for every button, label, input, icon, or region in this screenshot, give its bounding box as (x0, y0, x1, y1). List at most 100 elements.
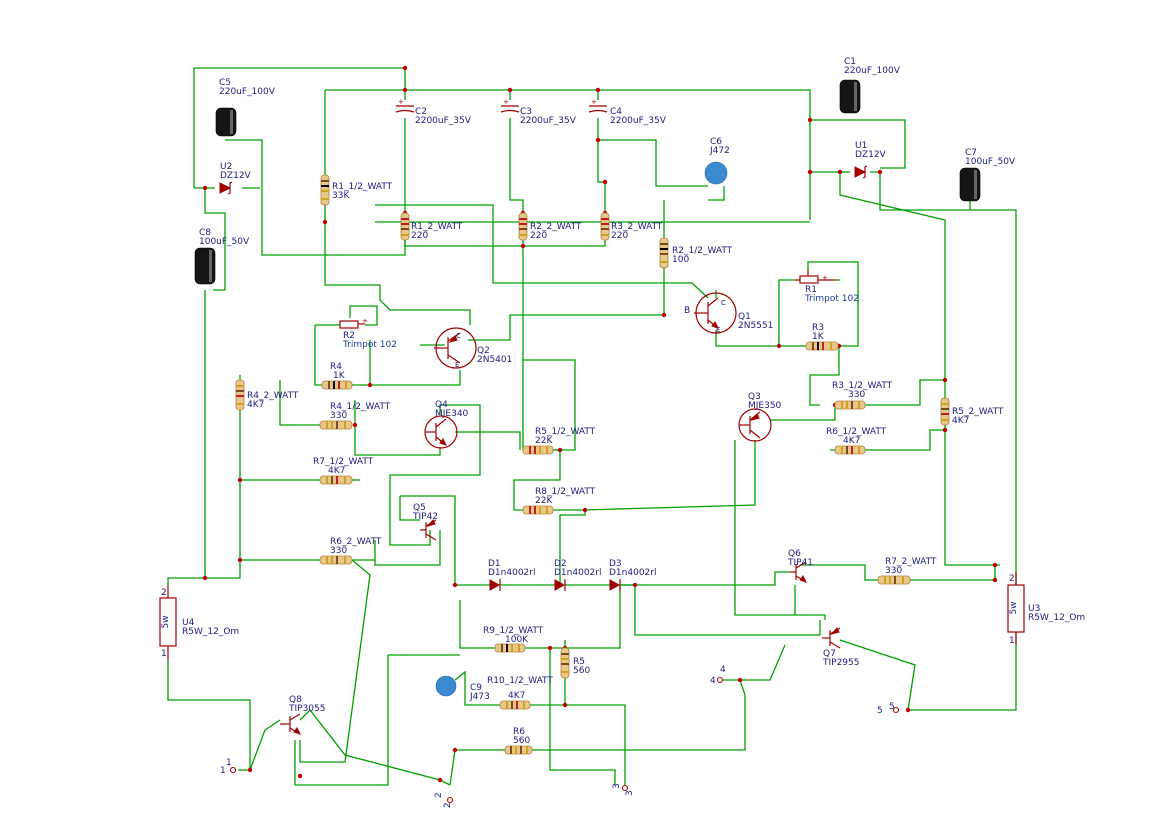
q6-value: TIP41 (787, 558, 813, 568)
r3-half-ref: R3_1/2_WATT (832, 381, 893, 391)
c2-ref: C2 (415, 107, 427, 117)
u1-value: DZ12V (855, 150, 887, 160)
junction-dot (402, 87, 408, 93)
power-resistor-u3: 5w 2 1 U3 R5W_12_Om (1007, 572, 1085, 646)
transistor-q8: Q8 TIP3055 (280, 695, 325, 735)
c6-value: J472 (709, 146, 730, 156)
r4-half-ref: R4_1/2_WATT (330, 402, 391, 412)
terminal-4-label: 4 (710, 676, 716, 686)
junction-dot (807, 169, 813, 175)
r3-2w-value: 220 (611, 231, 628, 241)
terminal-1[interactable]: 1 1 (220, 758, 237, 776)
junction-dot (992, 577, 998, 583)
resistor-r4-half: R4_1/2_WATT 330 (319, 402, 391, 430)
q7-value: TIP2955 (822, 658, 859, 668)
resistor-r3: R3 1K (805, 323, 839, 351)
terminal-4-num: 4 (720, 665, 726, 675)
terminal-5[interactable]: 5 5 (877, 702, 900, 716)
r5-half-ref: R5_1/2_WATT (535, 427, 596, 437)
r3-2w-ref: R3_2_WATT (611, 222, 663, 232)
junction-dot (737, 677, 743, 683)
junction-dot (905, 707, 911, 713)
r2-2w-ref: R2_2_WATT (530, 222, 582, 232)
u3-pin-2: 2 (1009, 574, 1015, 584)
junction-dot (632, 582, 638, 588)
q6-ref: Q6 (788, 549, 801, 559)
zener-u1: U1 DZ12V (854, 141, 887, 179)
r5-2w-value: 4K7 (952, 416, 969, 426)
junction-dot (837, 169, 843, 175)
resistor-r8-half: R8_1/2_WATT 22K (522, 487, 596, 515)
plus-sign: + (591, 98, 597, 106)
terminal-3[interactable]: 3 3 (612, 783, 635, 796)
junction-dot (452, 582, 458, 588)
junction-dot (992, 562, 998, 568)
r10-half-ref: R10_1/2_WATT (487, 676, 553, 686)
junction-dot (452, 747, 458, 753)
r6-value: 560 (513, 736, 530, 746)
capacitor-c7: C7 100uF_50V (959, 148, 1016, 202)
capacitor-c6: C6 J472 (704, 137, 730, 185)
resistor-r3-2w: R3_2_WATT 220 (600, 212, 663, 241)
junction-dot (367, 382, 373, 388)
terminal-2-num: 2 (434, 792, 444, 798)
u3-body-text: 5w (1009, 601, 1019, 614)
c4-value: 2200uF_35V (610, 116, 667, 126)
q3-ref: Q3 (748, 392, 761, 402)
resistor-r6-2w: R6_2_WATT 330 (319, 537, 382, 565)
c3-value: 2200uF_35V (520, 116, 577, 126)
r4-value: 1K (333, 371, 346, 381)
c3-ref: C3 (520, 107, 532, 117)
q4-value: MJE340 (435, 409, 469, 419)
terminal-4[interactable]: 4 4 (710, 665, 726, 686)
trimpot-r1: + R1 Trimpot 102 (795, 270, 859, 304)
d1-value: D1n4002rl (488, 568, 535, 578)
junction-dot (661, 312, 667, 318)
c1-value: 220uF_100V (844, 66, 901, 76)
wires (167, 67, 1017, 786)
trimpot-r2: + R2 Trimpot 102 (339, 317, 397, 350)
diode-d3: D3 D1n4002rl (609, 559, 656, 591)
u2-ref: U2 (220, 162, 232, 172)
q2-pin-e: E (455, 361, 459, 369)
transistor-q2: C E Q2 2N5401 (434, 327, 512, 369)
terminal-5-num: 5 (889, 702, 895, 712)
c2-value: 2200uF_35V (415, 116, 472, 126)
c8-ref: C8 (199, 228, 211, 238)
junction-dot (237, 477, 243, 483)
c1-ref: C1 (844, 57, 856, 67)
terminal-2[interactable]: 2 2 (434, 792, 454, 808)
c6-ref: C6 (710, 137, 722, 147)
junction-dot (776, 343, 782, 349)
r2-half-value: 100 (672, 255, 689, 265)
r6-half-ref: R6_1/2_WATT (826, 427, 887, 437)
c9-ref: C9 (470, 683, 482, 693)
junction-dot (237, 557, 243, 563)
transistor-q6: Q6 TIP41 (787, 549, 813, 583)
r5-2w-ref: R5_2_WATT (952, 407, 1004, 417)
resistor-r2-2w: R2_2_WATT 220 (518, 212, 582, 241)
junction-dot (547, 645, 553, 651)
resistor-r5: R5 560 (560, 647, 590, 679)
d2-ref: D2 (554, 559, 567, 569)
r6-2w-ref: R6_2_WATT (330, 537, 382, 547)
u4-pin-2: 2 (161, 588, 167, 598)
r8-half-ref: R8_1/2_WATT (535, 487, 596, 497)
c7-value: 100uF_50V (965, 157, 1016, 167)
r10-half-value: 4K7 (508, 691, 525, 701)
q1-pin-e: E (716, 326, 720, 334)
resistor-r6: R6 560 (504, 727, 533, 755)
q1-pin-b: B (684, 306, 690, 316)
trimpot-r1-value: Trimpot 102 (804, 294, 859, 304)
junction-dot (402, 65, 408, 71)
q2-value: 2N5401 (477, 355, 512, 365)
junction-dot (595, 137, 601, 143)
d3-ref: D3 (609, 559, 622, 569)
u3-value: R5W_12_Om (1028, 613, 1085, 623)
c7-ref: C7 (965, 148, 977, 158)
d2-value: D1n4002rl (554, 568, 601, 578)
c9-value: J473 (469, 692, 490, 702)
u4-pin-1: 1 (161, 649, 167, 659)
u4-body-text: 5w (161, 615, 171, 628)
